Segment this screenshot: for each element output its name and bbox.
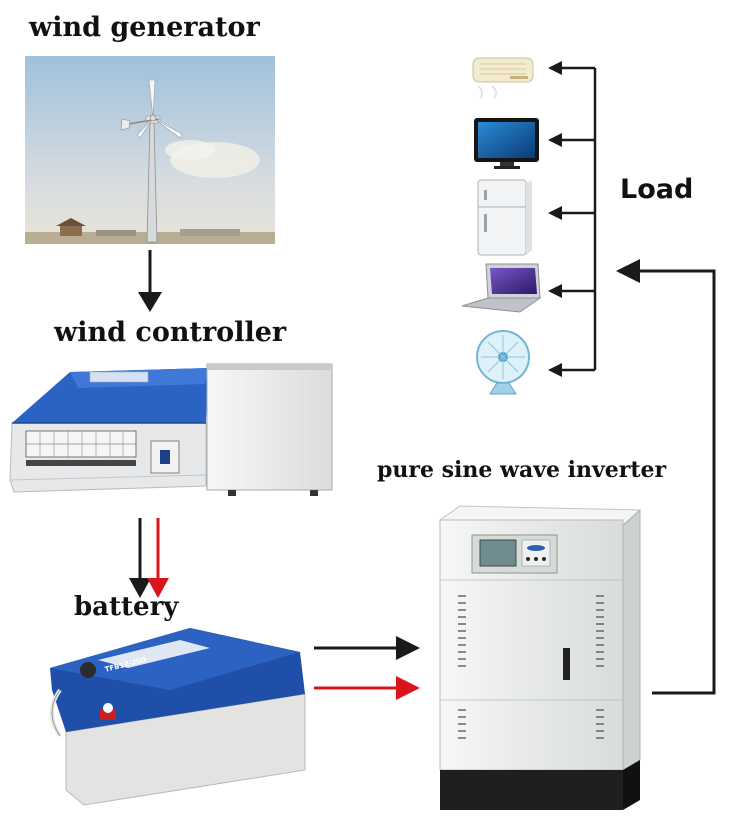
laptop-icon [461,263,542,313]
wind-controller-label: wind controller [54,317,287,348]
battery-photo [50,628,306,806]
inverter-photo [438,505,642,810]
wind-generator-label: wind generator [29,12,260,43]
air-conditioner-icon [472,57,534,99]
inverter-label: pure sine wave inverter [377,457,667,483]
refrigerator-icon [477,179,532,256]
generator-to-controller-arrow [138,250,162,312]
load-bus-arrows [548,61,597,377]
wind-controller-photo [9,363,333,496]
battery-to-inverter-arrows [314,636,420,700]
wind-generator-photo [25,56,275,244]
battery-label: battery [74,592,179,622]
inverter-to-load-arrow [616,259,716,695]
television-icon [474,118,539,169]
controller-to-battery-arrows [129,518,169,598]
electric-fan-icon [476,330,530,395]
load-label: Load [620,174,694,205]
